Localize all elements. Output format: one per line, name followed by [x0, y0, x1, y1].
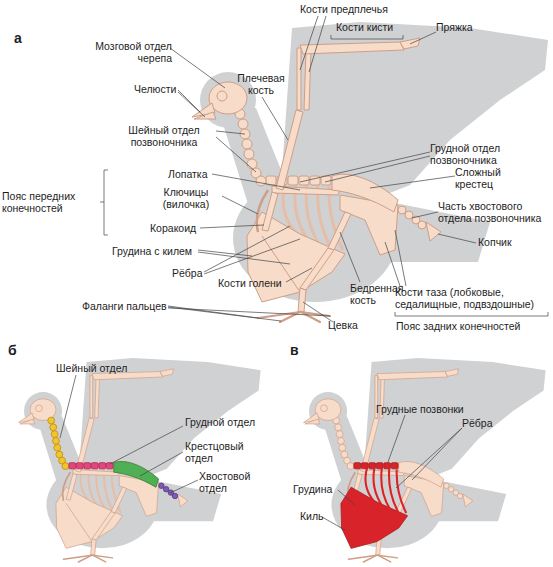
leader-line: [388, 415, 405, 462]
part-label: Грудной отдел: [185, 416, 255, 428]
bracket: [331, 35, 403, 39]
leader-line: [338, 490, 355, 505]
leader-line: [438, 234, 476, 243]
part-label: Шейный отдел: [56, 362, 127, 374]
part-label: Копчик: [478, 236, 512, 248]
bird-skeleton: [19, 358, 261, 562]
part-label: Шейный отдел позвоночника: [112, 124, 216, 148]
leader-lines: [60, 375, 198, 493]
leader-line: [204, 226, 290, 272]
part-label: Грудина с килем: [112, 245, 192, 257]
part-label: Ключицы (вилочка): [150, 186, 222, 210]
leader-line: [170, 48, 225, 88]
leader-line: [168, 308, 330, 316]
part-label: Кости предплечья: [300, 3, 388, 15]
thoracic-highlight: [69, 463, 113, 469]
part-label: Плечевая кость: [230, 72, 292, 96]
leader-line: [60, 375, 76, 438]
panel-letter: а: [14, 30, 22, 46]
part-label: Киль: [300, 510, 324, 522]
bird-panel-b: [19, 358, 261, 562]
part-label: Коракоид: [150, 222, 196, 234]
panel-letter: б: [8, 342, 17, 358]
leader-line: [396, 428, 462, 488]
part-label: Кости таза (лобковые, седалищные, подвзд…: [395, 286, 551, 310]
leader-line: [412, 428, 462, 480]
leader-line: [325, 156, 430, 182]
part-label: Грудной отдел позвоночника: [430, 142, 538, 166]
part-label: Кости голени: [218, 277, 282, 289]
part-label: Пряжка: [436, 21, 473, 33]
leader-line: [178, 90, 200, 112]
leader-line: [385, 242, 400, 286]
part-label: Пояс задних конечностей: [396, 320, 520, 332]
leader-line: [222, 196, 258, 214]
part-label: Грудина: [293, 483, 332, 495]
leader-line: [262, 97, 288, 140]
panel-letter: в: [290, 342, 299, 358]
part-label: Рёбра: [172, 267, 203, 279]
leader-line: [412, 212, 438, 218]
part-label: Челюсти: [134, 83, 176, 95]
part-label: Лопатка: [168, 168, 208, 180]
leader-line: [410, 32, 436, 44]
part-label: Пояс передних конечностей: [2, 190, 98, 214]
part-label: Грудные позвонки: [376, 403, 464, 415]
leader-line: [286, 268, 312, 282]
part-label: Мозговой отдел черепа: [92, 40, 172, 64]
leader-line: [204, 239, 300, 274]
part-label: Крестцовый отдел: [185, 440, 251, 464]
leader-line: [212, 174, 300, 190]
leader-lines: [322, 415, 462, 530]
leader-line: [198, 252, 290, 264]
leader-line: [322, 517, 345, 530]
leader-line: [370, 176, 455, 188]
leader-line: [200, 225, 264, 228]
part-label: Фаланги пальцев: [82, 300, 167, 312]
part-label: Рёбра: [462, 417, 493, 429]
sacral-highlight: [114, 462, 159, 488]
part-label: Часть хвостового отдела позвоночника: [438, 200, 552, 224]
leader-line: [216, 137, 256, 172]
bird-skeleton: [304, 358, 546, 562]
leader-line: [309, 16, 326, 72]
leader-line: [178, 92, 205, 117]
leader-line: [395, 230, 406, 286]
ribs-highlight: [365, 469, 406, 513]
leader-line: [170, 480, 198, 493]
part-label: Сложный крестец: [455, 166, 525, 190]
sternum-highlight: [341, 487, 408, 548]
part-label: Цевка: [328, 319, 358, 331]
leader-line: [300, 16, 318, 70]
thoracic-highlight: [354, 463, 398, 469]
leader-line: [340, 232, 360, 282]
bird-panel-c: [304, 358, 546, 562]
bracket: [100, 170, 108, 235]
bracket: [395, 312, 548, 316]
bird-skeleton: [192, 22, 548, 322]
leader-line: [216, 131, 245, 134]
leader-line: [140, 452, 183, 476]
part-label: Кости кисти: [336, 21, 393, 33]
leader-line: [300, 152, 430, 182]
part-label: Хвостовой отдел: [199, 470, 265, 494]
cervical-highlight: [48, 417, 69, 469]
